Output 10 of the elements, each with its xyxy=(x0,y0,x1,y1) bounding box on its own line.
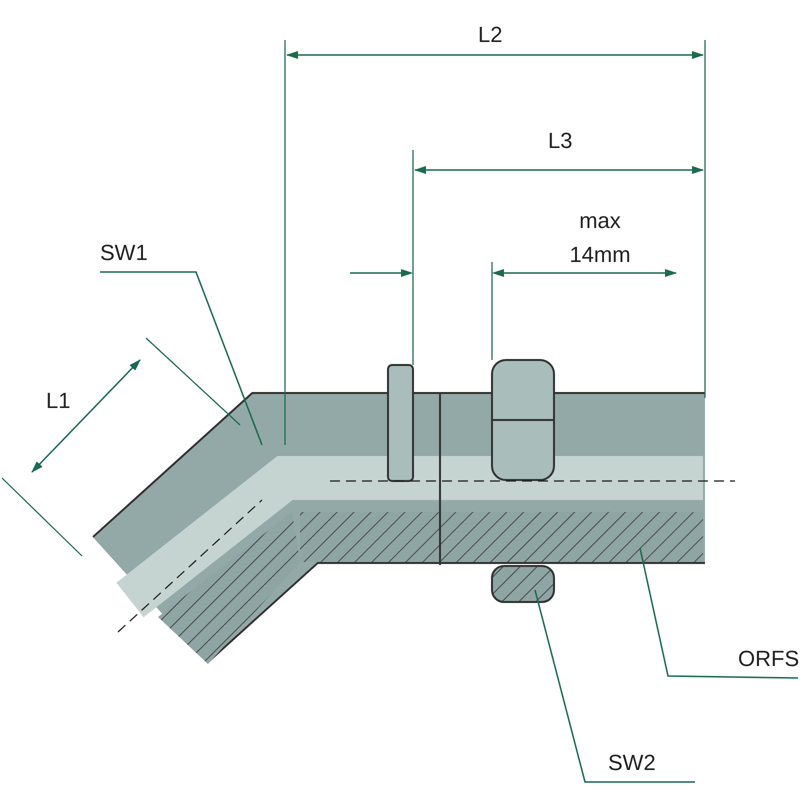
dimension-label: L1 xyxy=(46,388,70,414)
dimension-label: max 14mm xyxy=(568,207,632,269)
callout-label: ORFS xyxy=(738,646,800,672)
leader-line xyxy=(639,548,798,679)
leader-line xyxy=(534,590,695,783)
dimension-label: L3 xyxy=(548,128,572,154)
leader-line xyxy=(100,271,263,446)
callout-label: SW1 xyxy=(100,240,148,266)
dimension-label: L2 xyxy=(478,22,502,48)
callout-label: SW2 xyxy=(608,750,656,776)
